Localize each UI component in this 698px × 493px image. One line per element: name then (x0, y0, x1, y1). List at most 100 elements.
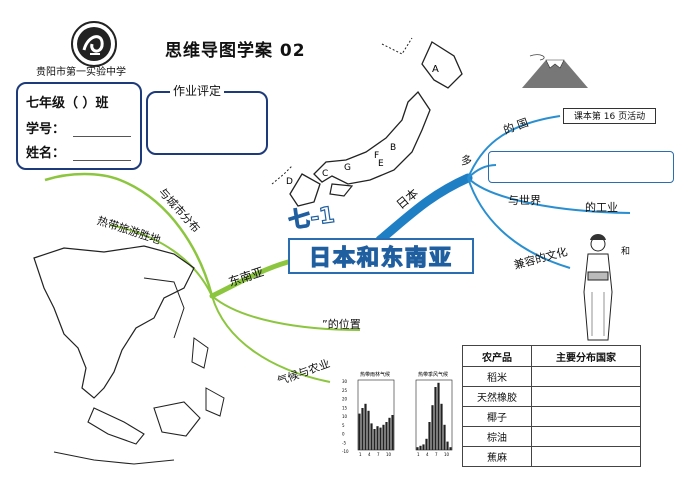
map-label-d: D (286, 177, 293, 187)
japan-and-label: 和 (621, 247, 631, 257)
unit-number: 七-1 (286, 202, 337, 235)
map-label-g: G (344, 163, 351, 173)
climate-y-tick: -10 (342, 449, 349, 454)
crop-name: 椰子 (462, 406, 532, 427)
page-title: 思维导图学案 02 (165, 41, 306, 61)
japan-branch (375, 173, 473, 245)
crop-name: 天然橡胶 (462, 386, 532, 407)
evaluation-label: 作业评定 (170, 82, 225, 99)
monsoon-chart-bar (419, 445, 422, 450)
crop-name: 棕油 (462, 426, 532, 447)
rainforest-chart-x-tick: 7 (377, 452, 380, 457)
japan-branch-many (467, 164, 497, 179)
monsoon-chart-bar (416, 447, 419, 450)
mount-fuji-icon (522, 54, 588, 88)
rainforest-chart-bar (388, 417, 391, 450)
monsoon-chart-x-tick: 10 (444, 452, 450, 457)
rainforest-chart-bar (364, 403, 367, 450)
rainforest-chart-x-tick: 1 (359, 452, 362, 457)
japan-branch-culture (467, 177, 571, 269)
monsoon-chart-bar (434, 387, 437, 450)
japan-map: A B C D E F G (271, 37, 463, 207)
sea-branch-cities (44, 172, 214, 297)
student-id-label: 学号： (26, 122, 66, 137)
rainforest-chart-bar (361, 408, 364, 450)
southeast-asia-map (33, 245, 225, 465)
student-id-field[interactable] (73, 124, 132, 137)
map-label-f: F (374, 151, 379, 161)
crop-name: 蕉麻 (462, 446, 532, 467)
monsoon-chart-bar (449, 447, 452, 450)
center-topic: 日本和东南亚 (308, 245, 453, 271)
climate-charts: 热带雨林气候 热带季风气候 1 4 7 10 1 4 7 10 30 25 20 15 10 5 0 -5… (342, 371, 453, 457)
crop-countries-cell[interactable] (531, 386, 641, 407)
japan-answer-box[interactable] (488, 151, 674, 183)
grade-class-label: 七年级（ ）班 (26, 96, 109, 111)
crop-name: 稻米 (462, 366, 532, 387)
monsoon-chart-bar (443, 424, 446, 450)
rainforest-chart-bar (376, 426, 379, 450)
sea-branch-tourism (109, 224, 213, 297)
crop-distribution-table: 农产品 主要分布国家 稻米 天然橡胶 椰子 棕油 蕉麻 (462, 345, 641, 467)
climate-y-tick: 15 (342, 405, 348, 410)
climate-chart-left-title: 热带雨林气候 (360, 371, 390, 378)
map-label-c: C (322, 169, 328, 179)
monsoon-chart-x-tick: 7 (435, 452, 438, 457)
japan-industry-prefix-label: 与世界 (508, 194, 541, 207)
rainforest-chart-bar (367, 410, 370, 450)
monsoon-chart-bar (446, 441, 449, 450)
climate-chart-right-title: 热带季风气候 (418, 371, 448, 378)
monsoon-chart-bar (437, 382, 440, 450)
map-label-a: A (432, 64, 439, 75)
rainforest-chart-bar (373, 429, 376, 450)
climate-y-tick: 0 (342, 432, 345, 437)
rainforest-chart-bar (382, 424, 385, 450)
monsoon-chart-bar (425, 438, 428, 450)
climate-y-tick: 20 (342, 397, 348, 402)
monsoon-chart-bar (440, 403, 443, 450)
map-label-e: E (378, 159, 384, 169)
crop-countries-cell[interactable] (531, 446, 641, 467)
rainforest-chart-bar (385, 422, 388, 450)
table-header-crop: 农产品 (462, 345, 532, 367)
climate-y-tick: 30 (342, 379, 348, 384)
table-header-row: 农产品 主要分布国家 (462, 345, 641, 367)
climate-y-tick: 25 (342, 388, 348, 393)
rainforest-chart-bar (391, 415, 394, 450)
japan-industry-label: 的工业 (585, 201, 618, 214)
student-id-row: 学号： (26, 118, 132, 137)
monsoon-chart-x-tick: 4 (426, 452, 429, 457)
sea-branch-location (211, 295, 361, 331)
crop-countries-cell[interactable] (531, 366, 641, 387)
climate-y-tick: -5 (342, 440, 346, 445)
rainforest-chart-bar (379, 427, 382, 450)
monsoon-chart-x-tick: 1 (417, 452, 420, 457)
rainforest-chart-frame (357, 379, 395, 451)
table-row: 天然橡胶 (462, 386, 641, 407)
sea-branch-climate (211, 295, 331, 383)
name-field[interactable] (73, 148, 132, 161)
map-label-b: B (390, 143, 396, 153)
homework-reference-box: 课本第 16 页活动 (563, 108, 656, 124)
rainforest-chart-bar (370, 423, 373, 450)
rainforest-chart-bar (358, 413, 361, 450)
monsoon-chart-bar (431, 405, 434, 450)
student-info-box: 七年级（ ）班 学号： 姓名： (16, 82, 142, 170)
climate-y-tick: 10 (342, 414, 348, 419)
monsoon-chart-frame (415, 379, 453, 451)
crop-countries-cell[interactable] (531, 406, 641, 427)
crop-countries-cell[interactable] (531, 426, 641, 447)
school-logo-icon (71, 21, 117, 67)
rainforest-chart-x-tick: 10 (386, 452, 392, 457)
monsoon-chart-bar (422, 444, 425, 450)
table-row: 蕉麻 (462, 446, 641, 467)
climate-y-tick: 5 (342, 423, 345, 428)
table-header-countries: 主要分布国家 (531, 345, 641, 367)
rainforest-chart-x-tick: 4 (368, 452, 371, 457)
name-row: 姓名： (26, 142, 132, 161)
table-row: 椰子 (462, 406, 641, 427)
sea-branch (209, 259, 291, 299)
name-label: 姓名： (26, 146, 66, 161)
japan-branch-country (467, 115, 561, 179)
